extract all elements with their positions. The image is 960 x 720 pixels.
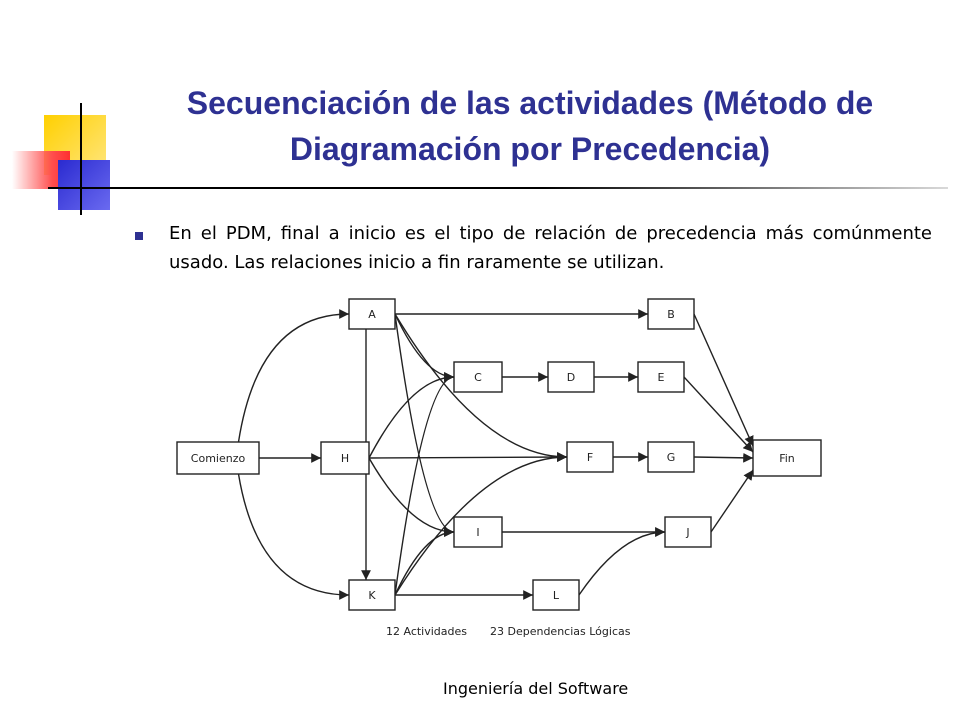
edge-K-I <box>394 527 455 596</box>
edge-E-fin <box>683 376 754 453</box>
edge-H-F <box>368 452 568 462</box>
node-box-comienzo <box>176 441 260 475</box>
slide-title: Secuenciación de las actividades (Método… <box>186 85 874 167</box>
edge-J-fin <box>710 469 754 533</box>
node-box-L <box>532 579 580 611</box>
node-label-K: K <box>368 589 376 602</box>
caption-dependencies: 23 Dependencias Lógicas <box>490 625 631 638</box>
node-label-fin: Fin <box>779 452 795 465</box>
node-box-F <box>566 441 614 473</box>
node-box-J <box>664 516 712 548</box>
node-box-I <box>453 516 503 548</box>
edge-A-C <box>394 313 455 382</box>
node-label-I: I <box>476 526 479 539</box>
decor-blue-square <box>58 160 110 210</box>
bullet-marker <box>135 232 143 240</box>
node-label-comienzo: Comienzo <box>191 452 246 465</box>
node-label-H: H <box>341 452 349 465</box>
node-box-H <box>320 441 370 475</box>
node-box-G <box>647 441 695 473</box>
edge-A-I <box>394 313 455 537</box>
node-box-C <box>453 361 503 393</box>
node-box-E <box>637 361 685 393</box>
caption-activities: 12 Actividades <box>386 625 467 638</box>
node-label-D: D <box>567 371 575 384</box>
title-rule <box>48 187 948 189</box>
node-box-A <box>348 298 396 330</box>
node-box-D <box>547 361 595 393</box>
edge-B-fin <box>693 313 754 447</box>
edge-comienzo-A <box>237 309 350 443</box>
node-label-B: B <box>667 308 675 321</box>
node-label-L: L <box>553 589 560 602</box>
edge-K-F <box>394 452 568 596</box>
node-box-fin <box>752 439 822 477</box>
edge-comienzo-K <box>237 473 350 600</box>
node-box-B <box>647 298 695 330</box>
decor-vertical-line <box>80 103 82 215</box>
footer-text: Ingeniería del Software <box>443 679 629 698</box>
node-label-C: C <box>474 371 482 384</box>
edge-A-F <box>394 313 568 462</box>
node-label-E: E <box>658 371 665 384</box>
edge-L-J <box>578 527 666 596</box>
bullet-text: En el PDM, final a inicio es el tipo de … <box>169 223 932 273</box>
node-label-A: A <box>368 308 376 321</box>
edge-K-C <box>394 372 455 596</box>
node-box-K <box>348 579 396 611</box>
node-label-F: F <box>587 451 593 464</box>
node-label-G: G <box>667 451 676 464</box>
node-label-J: J <box>685 526 689 539</box>
edge-G-fin <box>693 452 754 463</box>
